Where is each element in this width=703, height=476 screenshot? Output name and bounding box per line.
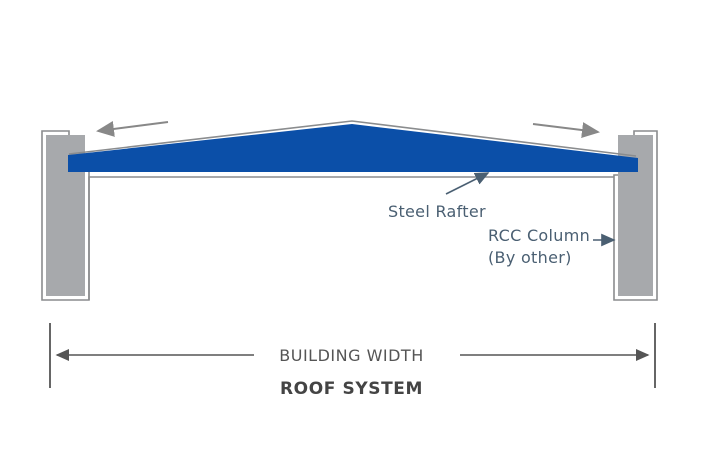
left-slope-arrow <box>96 121 169 137</box>
roof-sheet-line <box>68 120 637 157</box>
building-width-dimension <box>49 323 656 388</box>
rcc-column-label: RCC Column <box>488 226 591 245</box>
steel-rafter-label: Steel Rafter <box>388 202 486 221</box>
left-rcc-column <box>41 130 90 301</box>
steel-rafter <box>68 124 638 172</box>
steel-rafter-leader <box>445 172 490 195</box>
by-other-label: (By other) <box>488 248 572 267</box>
rafter-underside-line <box>88 176 614 300</box>
diagram-title: ROOF SYSTEM <box>279 379 424 399</box>
right-slope-arrow <box>532 122 600 138</box>
building-width-label: BUILDING WIDTH <box>279 346 424 365</box>
